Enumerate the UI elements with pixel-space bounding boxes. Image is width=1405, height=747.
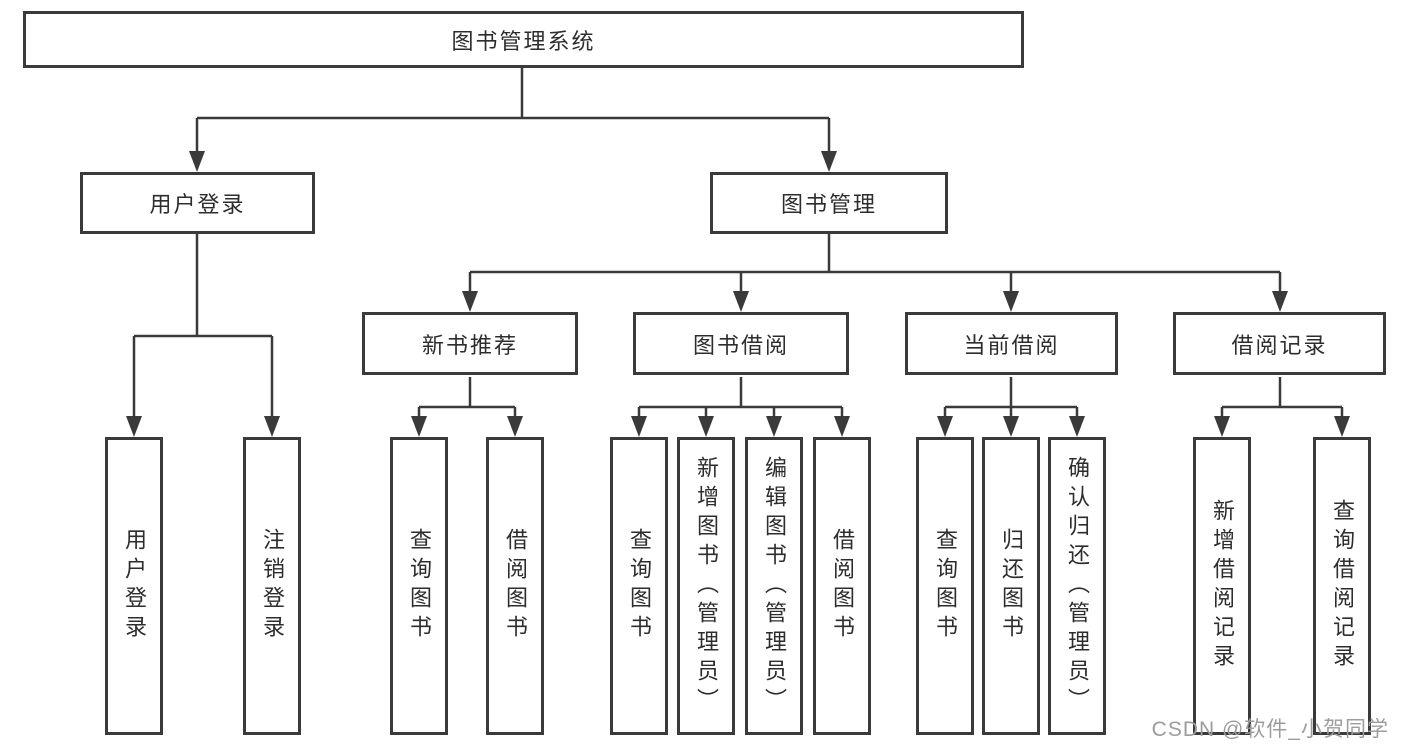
- leaf-logout-label: 注销登录: [260, 528, 285, 644]
- arrowhead-icon: [1069, 416, 1085, 437]
- node-user-login-label: 用户登录: [149, 192, 246, 217]
- node-new-book-recommend-label: 新书推荐: [421, 332, 518, 358]
- leaf-rec-add-record-label: 新增借阅记录: [1210, 499, 1235, 673]
- leaf-nb-borrow-books-label: 借阅图书: [503, 528, 528, 644]
- arrowhead-icon: [1003, 416, 1019, 437]
- leaf-cb-query-books-label: 查询图书: [933, 528, 958, 644]
- leaf-nb-borrow-books: 借阅图书: [486, 437, 544, 735]
- arrowhead-icon: [1272, 291, 1288, 312]
- leaf-cb-confirm-return-admin-label: 确认归还（管理员）: [1065, 455, 1090, 717]
- leaf-bb-add-books-admin-label: 新增图书（管理员）: [694, 455, 719, 717]
- arrowheads: [126, 151, 1350, 437]
- leaf-cb-return-books-label: 归还图书: [999, 528, 1024, 644]
- arrowhead-icon: [834, 416, 850, 437]
- leaf-bb-borrow-books: 借阅图书: [813, 437, 871, 735]
- leaf-nb-query-books: 查询图书: [390, 437, 448, 735]
- leaf-bb-edit-books-admin-label: 编辑图书（管理员）: [762, 455, 787, 717]
- arrowhead-icon: [733, 291, 749, 312]
- node-user-login: 用户登录: [80, 172, 315, 234]
- arrowhead-icon: [631, 416, 647, 437]
- node-borrowing-records: 借阅记录: [1173, 312, 1386, 375]
- node-root: 图书管理系统: [23, 11, 1024, 68]
- leaf-user-login-label: 用户登录: [122, 528, 147, 644]
- arrowhead-icon: [189, 151, 205, 172]
- arrowhead-icon: [1214, 416, 1230, 437]
- node-new-book-recommend: 新书推荐: [362, 312, 578, 375]
- node-book-borrowing-label: 图书借阅: [692, 332, 789, 358]
- arrowhead-icon: [126, 416, 142, 437]
- node-current-borrowing: 当前借阅: [905, 312, 1118, 375]
- arrowhead-icon: [411, 416, 427, 437]
- leaf-bb-query-books: 查询图书: [610, 437, 668, 735]
- connector-path: [132, 68, 1344, 416]
- node-root-label: 图书管理系统: [451, 28, 596, 54]
- leaf-rec-query-record-label: 查询借阅记录: [1330, 499, 1355, 673]
- leaf-bb-add-books-admin: 新增图书（管理员）: [677, 437, 735, 735]
- watermark-text: CSDN @软件_小贺同学: [1151, 718, 1389, 741]
- arrowhead-icon: [821, 151, 837, 172]
- leaf-nb-query-books-label: 查询图书: [407, 528, 432, 644]
- arrowhead-icon: [507, 416, 523, 437]
- arrowhead-icon: [264, 416, 280, 437]
- node-borrowing-records-label: 借阅记录: [1231, 332, 1328, 358]
- arrowhead-icon: [1003, 291, 1019, 312]
- leaf-cb-query-books: 查询图书: [916, 437, 974, 735]
- node-book-management: 图书管理: [710, 172, 948, 234]
- leaf-cb-confirm-return-admin: 确认归还（管理员）: [1048, 437, 1106, 735]
- arrowhead-icon: [766, 416, 782, 437]
- node-current-borrowing-label: 当前借阅: [963, 332, 1060, 358]
- leaf-bb-borrow-books-label: 借阅图书: [830, 528, 855, 644]
- leaf-cb-return-books: 归还图书: [982, 437, 1040, 735]
- leaf-bb-edit-books-admin: 编辑图书（管理员）: [745, 437, 803, 735]
- node-book-management-label: 图书管理: [780, 192, 877, 217]
- arrowhead-icon: [698, 416, 714, 437]
- arrowhead-icon: [462, 291, 478, 312]
- arrowhead-icon: [1334, 416, 1350, 437]
- leaf-logout: 注销登录: [243, 437, 301, 735]
- leaf-user-login: 用户登录: [105, 437, 163, 735]
- leaf-bb-query-books-label: 查询图书: [627, 528, 652, 644]
- leaf-rec-query-record: 查询借阅记录: [1313, 437, 1371, 735]
- leaf-rec-add-record: 新增借阅记录: [1193, 437, 1251, 735]
- arrowhead-icon: [937, 416, 953, 437]
- node-book-borrowing: 图书借阅: [633, 312, 849, 375]
